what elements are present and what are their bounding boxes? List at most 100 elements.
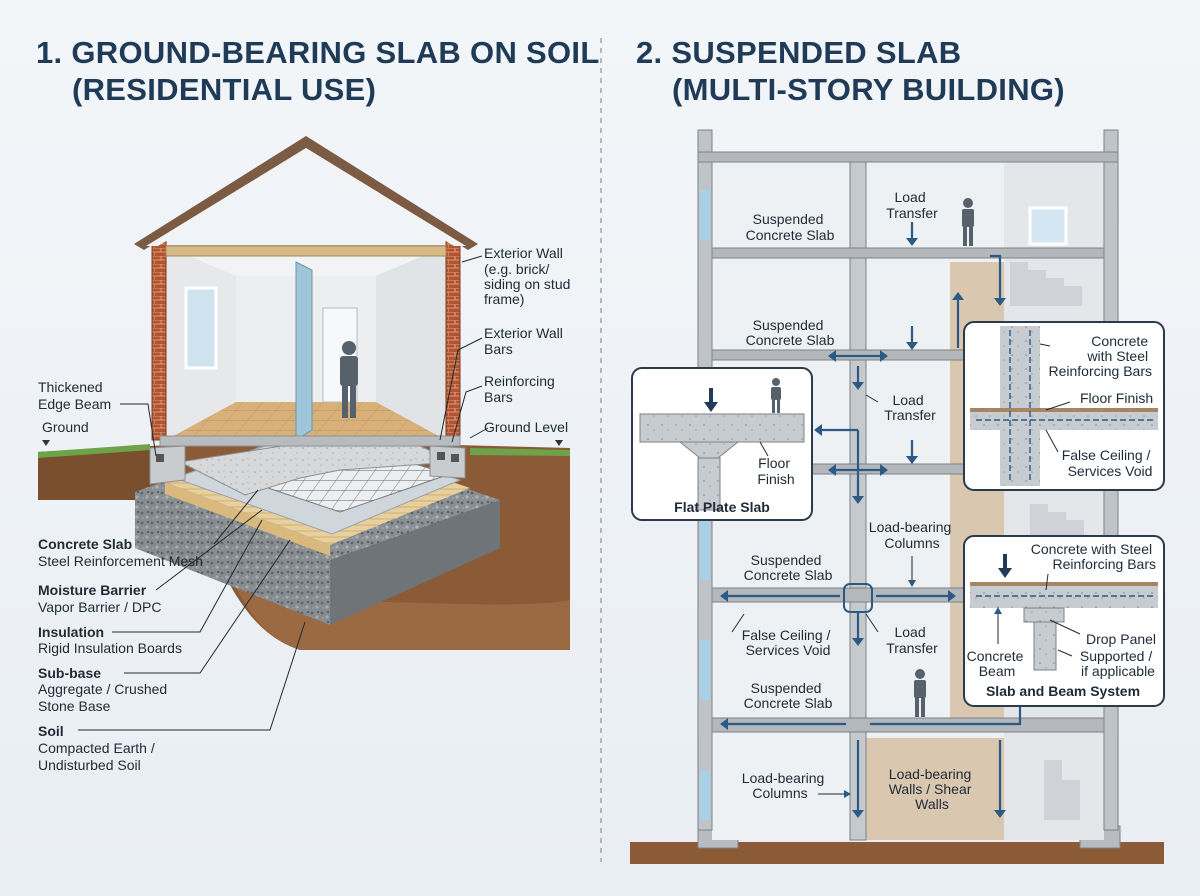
person-top-floor <box>962 198 974 246</box>
label-detail-false-ceiling: False Ceiling / Services Void <box>1062 447 1155 479</box>
detail-slab <box>970 408 1158 430</box>
soil-strip <box>38 446 150 500</box>
caption-flat-plate: Flat Plate Slab <box>674 499 770 515</box>
left-title: 1. GROUND-BEARING SLAB ON SOIL (RESIDENT… <box>36 34 600 108</box>
leader-columns-1-head <box>908 580 916 587</box>
label-detail-floor-finish: Floor Finish <box>1080 390 1153 406</box>
roof-gable <box>146 148 466 246</box>
leader-supported <box>1057 649 1073 657</box>
layer-insulation-title: Insulation <box>38 624 104 640</box>
facade-glass-1 <box>700 190 710 240</box>
sb-column <box>1033 621 1057 671</box>
layer-moisture-barrier-title: Moisture Barrier <box>38 582 147 598</box>
layer-concrete-slab-title: Concrete Slab <box>38 536 132 552</box>
rebar-dot-2 <box>451 454 459 462</box>
leader-detail-false-ceiling <box>1045 429 1059 453</box>
ground-slab-illustration <box>38 136 570 650</box>
label-load-transfer-2: Load Transfer <box>884 392 936 423</box>
left-title-line1: 1. GROUND-BEARING SLAB ON SOIL <box>36 35 600 70</box>
subbase-front <box>135 492 330 625</box>
right-title-line1: 2. SUSPENDED SLAB <box>636 35 962 70</box>
facade-glass-3 <box>700 640 710 700</box>
label-flat-floor-finish: Floor Finish <box>757 455 794 487</box>
label-load-transfer-1: Load Transfer <box>886 189 938 221</box>
slab-floor-5 <box>711 247 1105 259</box>
label-load-bearing-columns-1: Load-bearing Columns <box>869 519 955 551</box>
layer-concrete-slab-desc: Steel Reinforcement Mesh <box>38 553 203 569</box>
person-figure <box>340 341 358 418</box>
ground-marker-right <box>555 440 563 446</box>
label-exterior-wall: Exterior Wall (e.g. brick/ siding on stu… <box>484 245 574 307</box>
rebar-dot-3 <box>156 454 164 462</box>
label-exterior-wall-bars: Exterior Wall Bars <box>484 325 567 357</box>
layer-soil-title: Soil <box>38 723 64 739</box>
leader-load-transfer-3 <box>865 613 879 633</box>
layer-soil-desc: Compacted Earth / Undisturbed Soil <box>38 740 159 773</box>
sb-load-arrow <box>998 568 1012 578</box>
flat-plate-detail: Floor Finish Flat Plate Slab <box>631 367 813 521</box>
layer-subbase-desc: Aggregate / Crushed Stone Base <box>38 681 171 714</box>
rebar-dot-1 <box>437 452 445 460</box>
sb-drop-panel <box>1023 607 1065 623</box>
soil-lower <box>225 565 570 650</box>
edge-beam-right <box>429 445 466 479</box>
house-slab-edge <box>159 435 461 447</box>
leader-false-ceiling <box>731 613 745 633</box>
label-false-ceiling: False Ceiling / Services Void <box>742 627 835 658</box>
slab-beam-detail: Concrete with Steel Reinforcing Bars Dro… <box>963 535 1165 707</box>
sb-floor-finish <box>970 582 1158 586</box>
facade-glass-2 <box>700 520 710 580</box>
flat-plate-person <box>771 378 781 413</box>
roof-slab <box>697 151 1119 163</box>
label-load-transfer-3: Load Transfer <box>886 624 938 656</box>
leader-floor-finish <box>1045 401 1071 411</box>
facade-glass-4 <box>700 770 710 820</box>
sb-slab <box>970 582 1158 608</box>
flat-plate-slab <box>639 413 805 443</box>
house-window <box>184 286 218 370</box>
detail-column <box>1000 326 1040 486</box>
leader-sb-concrete <box>1045 573 1049 591</box>
top-beam <box>165 245 447 257</box>
label-thickened-edge-beam: Thickened Edge Beam <box>38 379 111 412</box>
flat-plate-column <box>697 457 721 511</box>
room-right-wall <box>376 246 446 440</box>
layer-subbase-title: Sub-base <box>38 665 101 681</box>
label-load-bearing-columns-2: Load-bearing Columns <box>742 770 828 801</box>
flat-plate-load-arrow <box>704 402 718 412</box>
label-drop-panel: Drop Panel <box>1086 631 1156 647</box>
leader-concrete-steel <box>1039 343 1051 347</box>
label-sb-concrete-steel: Concrete with Steel Reinforcing Bars <box>1031 541 1156 572</box>
column-slab-detail: Concrete with Steel Reinforcing Bars Flo… <box>963 321 1165 491</box>
label-detail-concrete-steel: Concrete with Steel Reinforcing Bars <box>1049 333 1153 379</box>
stair-flight-3 <box>1044 740 1080 820</box>
left-leader-lines <box>78 255 489 731</box>
layer-moisture-barrier-desc: Vapor Barrier / DPC <box>38 599 161 615</box>
layer-legend: Concrete Slab Steel Reinforcement Mesh M… <box>38 536 203 773</box>
exterior-wall-left <box>151 233 167 441</box>
label-suspended-slab-3: Suspended Concrete Slab <box>744 552 833 583</box>
label-suspended-slab-2: Suspended Concrete Slab <box>746 317 835 348</box>
top-floor-window <box>1028 206 1068 246</box>
grass-right <box>470 448 570 456</box>
insulation-edge <box>165 482 330 556</box>
label-concrete-beam: Concrete Beam <box>967 648 1028 679</box>
label-reinforcing-bars: Reinforcing Bars <box>484 373 559 405</box>
leader-drop-panel <box>1049 619 1081 635</box>
layer-insulation-desc: Rigid Insulation Boards <box>38 640 182 656</box>
caption-slab-beam: Slab and Beam System <box>986 683 1140 699</box>
leader-load-transfer-2 <box>865 394 879 403</box>
label-ground: Ground <box>42 419 89 435</box>
right-title-line2: (MULTI-STORY BUILDING) <box>672 72 1065 107</box>
stair-flight-1 <box>1010 254 1082 306</box>
right-title: 2. SUSPENDED SLAB (MULTI-STORY BUILDING) <box>636 34 1065 108</box>
left-title-line2: (RESIDENTIAL USE) <box>72 72 377 107</box>
label-ground-level: Ground Level <box>484 419 568 435</box>
label-supported: Supported / if applicable <box>1080 648 1156 679</box>
label-load-bearing-walls: Load-bearing Walls / Shear Walls <box>889 766 976 812</box>
label-suspended-slab-1: Suspended Concrete Slab <box>746 211 835 243</box>
leader-flat-floor-finish <box>759 441 769 457</box>
detail-floor-finish <box>970 408 1158 412</box>
